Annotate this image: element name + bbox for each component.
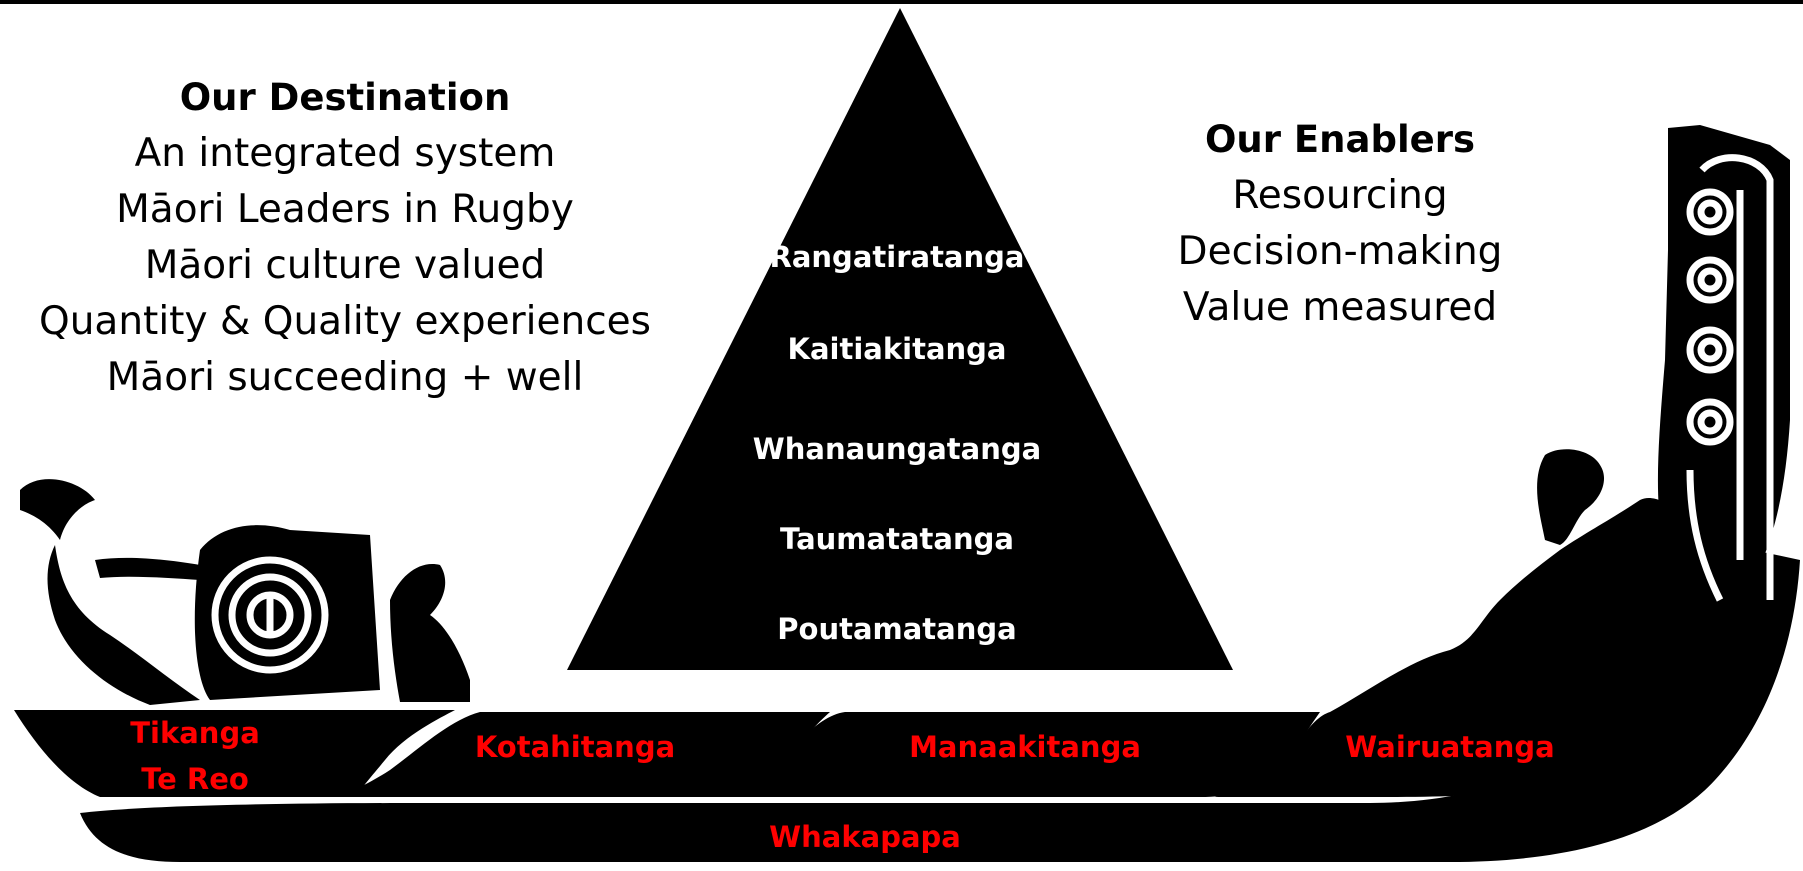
values-triangle [567, 8, 1233, 670]
triangle-level-label: Kaitiakitanga [787, 332, 1007, 366]
hull-label-wairuatanga: Wairuatanga [1345, 730, 1555, 764]
destination-line: Māori succeeding + well [106, 355, 584, 400]
hull-label-kotahitanga: Kotahitanga [474, 730, 676, 764]
triangle-level-label: Rangatiratanga [769, 240, 1025, 274]
hull-segment-wairuatanga [1215, 498, 1728, 797]
hull-segment-kotahitanga [335, 712, 830, 797]
destination-block: Our Destination An integrated system Māo… [20, 70, 670, 406]
hull-label-te-reo: Te Reo [141, 762, 249, 796]
destination-line: Māori Leaders in Rugby [116, 187, 574, 232]
destination-heading: Our Destination [179, 76, 511, 119]
triangle-level-label: Poutamatanga [777, 612, 1017, 646]
enablers-heading: Our Enablers [1204, 118, 1476, 161]
waka-stern-carving-icon [20, 479, 470, 705]
triangle-level-label: Whanaungatanga [752, 432, 1042, 466]
top-rule [0, 0, 1803, 4]
enablers-line: Decision-making [1177, 229, 1503, 274]
koru-spiral-icon [211, 556, 329, 674]
enablers-block: Our Enablers Resourcing Decision-making … [1150, 112, 1530, 336]
hull-label-whakapapa: Whakapapa [769, 820, 961, 854]
enablers-line: Resourcing [1232, 173, 1448, 218]
enablers-line: Value measured [1182, 285, 1498, 330]
hull-label-tikanga: Tikanga [130, 716, 260, 750]
triangle-level-label: Taumatatanga [780, 522, 1014, 556]
destination-line: Māori culture valued [144, 243, 546, 288]
hull-label-manaakitanga: Manaakitanga [909, 730, 1141, 764]
destination-line: An integrated system [134, 131, 556, 176]
destination-line: Quantity & Quality experiences [39, 299, 651, 344]
hull-segment-stern [14, 710, 455, 797]
hull-keel [80, 545, 1800, 862]
hull-segment-manaakitanga [735, 712, 1320, 797]
waka-bow-carving-icon [1537, 125, 1790, 640]
